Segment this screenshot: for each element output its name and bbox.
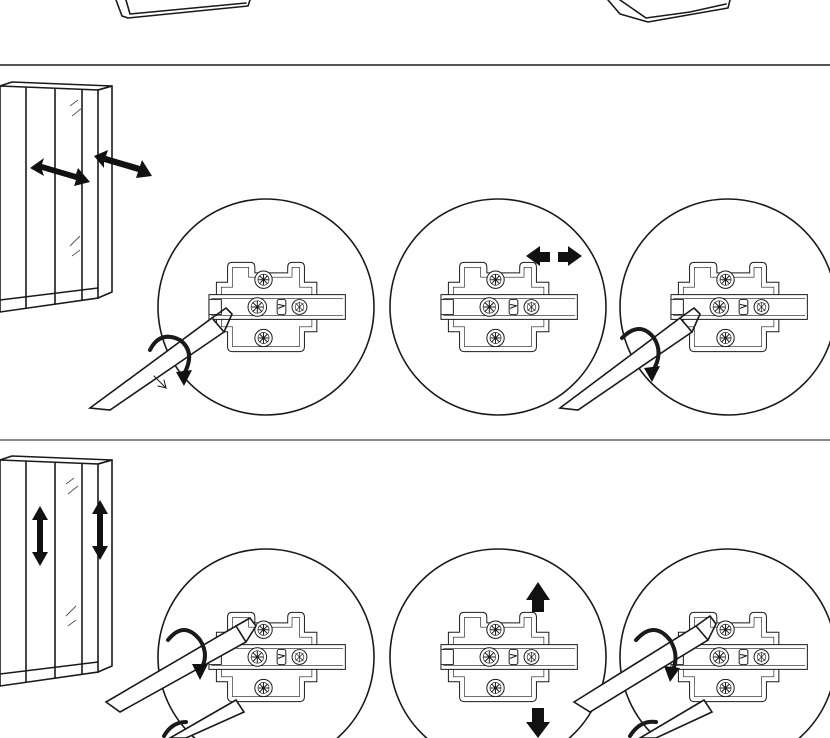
rotation-arrow-icon xyxy=(620,327,661,374)
cabinet-base-right xyxy=(607,0,731,23)
screwdriver-icon xyxy=(104,617,257,713)
step-horizontal-adjust xyxy=(0,81,830,416)
hinge-detail-3 xyxy=(557,198,830,416)
hinge-detail-6 xyxy=(572,548,830,738)
screwdriver-icon xyxy=(638,698,714,738)
double-arrow-icon xyxy=(526,246,582,266)
up-arrow-icon xyxy=(526,582,550,612)
rotation-arrow-icon xyxy=(148,334,192,376)
double-arrow-icon xyxy=(32,500,108,566)
screwdriver-icon xyxy=(87,307,233,411)
double-arrow-icon xyxy=(30,150,152,186)
rotation-arrow-icon xyxy=(634,628,678,674)
screwdriver-icon xyxy=(168,698,246,738)
step-vertical-adjust xyxy=(0,455,830,738)
down-arrow-icon xyxy=(526,708,550,738)
wardrobe-icon xyxy=(0,81,113,313)
top-strip-panel xyxy=(115,0,731,23)
hinge-detail-5 xyxy=(389,548,607,738)
cabinet-base-left xyxy=(115,0,251,19)
rotation-arrow-icon xyxy=(166,628,207,672)
hinge-detail-4 xyxy=(104,548,375,738)
screwdriver-icon xyxy=(557,307,701,411)
hinge-detail-1 xyxy=(87,198,375,416)
wardrobe-icon xyxy=(0,455,113,687)
hinge-detail-2 xyxy=(389,198,607,416)
